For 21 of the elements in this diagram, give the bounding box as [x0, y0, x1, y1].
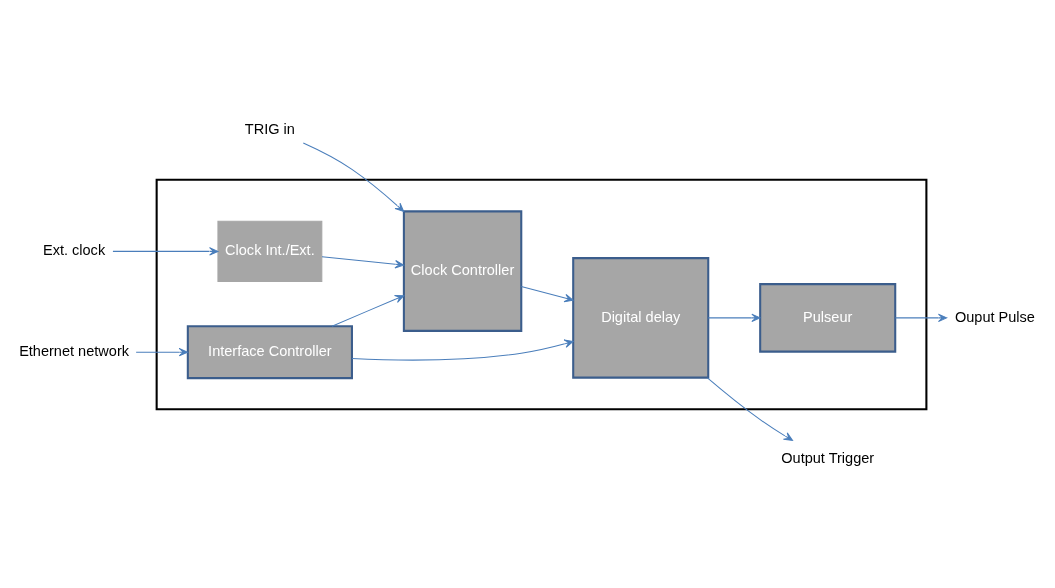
node-box: Clock Int./Ext.: [217, 220, 323, 282]
arrow: [331, 294, 405, 327]
node-box: Pulseur: [759, 282, 897, 353]
arrow: [520, 285, 574, 302]
node-box: Digital delay: [572, 256, 710, 379]
node-box: Clock Controller: [402, 209, 523, 332]
arrow: [321, 255, 405, 268]
arrow: [706, 376, 793, 441]
arrow: [302, 141, 405, 212]
arrow: [135, 347, 189, 356]
arrow: [351, 339, 574, 361]
arrow: [112, 246, 219, 256]
node-text: Ext. clock: [42, 241, 106, 258]
node-text: Ouput Pulse: [954, 308, 1035, 325]
node-box: Interface Controller: [186, 324, 353, 379]
node-text: TRIG in: [244, 120, 295, 137]
arrow: [707, 313, 761, 322]
node-text: Output Trigger: [781, 449, 875, 466]
node-text: Ethernet network: [19, 342, 129, 359]
cluster: [155, 178, 928, 410]
arrow: [894, 313, 948, 322]
